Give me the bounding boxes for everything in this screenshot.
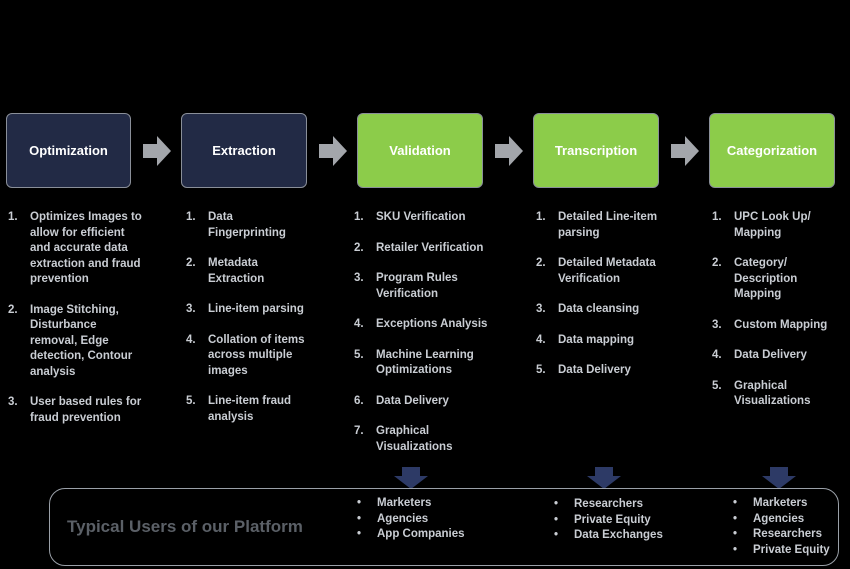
flow-arrow-icon xyxy=(143,136,171,166)
list-item: 2.Detailed Metadata Verification xyxy=(536,257,656,285)
typical-users-panel xyxy=(49,488,839,566)
down-arrow-icon xyxy=(587,467,621,489)
down-arrow-icon xyxy=(394,467,428,489)
list-item: 1.UPC Look Up/ Mapping xyxy=(712,211,811,239)
stage-transcription: Transcription xyxy=(533,113,659,188)
list-item: 1.Detailed Line-item parsing xyxy=(536,211,658,239)
list-item: •Private Equity xyxy=(733,543,830,556)
list-item: •Researchers xyxy=(733,528,823,540)
down-arrow-icon xyxy=(762,467,796,489)
list-item: 5.Machine Learning Optimizations xyxy=(354,348,474,377)
list-item: 3.Custom Mapping xyxy=(712,318,828,331)
list-item: 7.Graphical Visualizations xyxy=(354,425,453,453)
stage-extraction: Extraction xyxy=(181,113,307,188)
extraction-steps: 1.Data Fingerprinting 2.Metadata Extract… xyxy=(186,210,316,440)
list-item: 4.Exceptions Analysis xyxy=(354,318,488,330)
optimization-steps: 1.Optimizes Images to allow for efficien… xyxy=(8,210,143,441)
users-group-3: •Marketers •Agencies •Researchers •Priva… xyxy=(733,496,843,558)
list-item: 5.Data Delivery xyxy=(536,364,631,376)
list-item: •Agencies xyxy=(357,512,429,525)
list-item: 4.Data mapping xyxy=(536,333,635,346)
stage-transcription-label: Transcription xyxy=(554,143,638,158)
list-item: 3.User based rules for fraud prevention xyxy=(8,396,142,424)
stage-optimization-label: Optimization xyxy=(29,143,108,158)
stage-validation-label: Validation xyxy=(389,143,451,158)
stage-categorization-label: Categorization xyxy=(726,143,818,158)
validation-steps: 1.SKU Verification 2.Retailer Verificati… xyxy=(354,210,494,470)
list-item: 1.Data Fingerprinting xyxy=(186,211,286,239)
list-item: 6.Data Delivery xyxy=(354,394,449,407)
list-item: •Marketers xyxy=(357,497,432,509)
categorization-steps: 1.UPC Look Up/ Mapping 2.Category/ Descr… xyxy=(712,210,846,425)
stage-extraction-label: Extraction xyxy=(212,143,276,158)
flow-arrow-icon xyxy=(495,136,523,166)
list-item: 2.Category/ Description Mapping xyxy=(712,257,798,300)
list-item: 2.Metadata Extraction xyxy=(186,257,265,285)
stage-optimization: Optimization xyxy=(6,113,131,188)
list-item: 3.Program Rules Verification xyxy=(354,272,458,300)
list-item: 5.Graphical Visualizations xyxy=(712,379,811,408)
transcription-steps: 1.Detailed Line-item parsing 2.Detailed … xyxy=(536,210,671,394)
list-item: •Data Exchanges xyxy=(554,529,663,541)
list-item: 1.SKU Verification xyxy=(354,211,466,223)
typical-users-title: Typical Users of our Platform xyxy=(67,517,303,536)
users-group-2: •Researchers •Private Equity •Data Excha… xyxy=(554,497,704,544)
stage-categorization: Categorization xyxy=(709,113,835,188)
list-item: 4.Collation of items across multiple ima… xyxy=(186,333,305,377)
flow-arrow-icon xyxy=(319,136,347,166)
list-item: •App Companies xyxy=(357,528,465,540)
list-item: •Researchers xyxy=(554,498,644,510)
list-item: •Marketers xyxy=(733,497,808,509)
flow-arrow-icon xyxy=(671,136,699,166)
list-item: 2.Image Stitching, Disturbance removal, … xyxy=(8,303,133,378)
list-item: 5.Line-item fraud analysis xyxy=(186,395,292,423)
list-item: 3.Data cleansing xyxy=(536,303,640,315)
list-item: •Agencies xyxy=(733,512,805,525)
list-item: 1.Optimizes Images to allow for efficien… xyxy=(8,211,142,285)
list-item: •Private Equity xyxy=(554,513,651,526)
users-group-1: •Marketers •Agencies •App Companies xyxy=(357,496,507,543)
list-item: 3.Line-item parsing xyxy=(186,303,304,315)
stage-validation: Validation xyxy=(357,113,483,188)
list-item: 2.Retailer Verification xyxy=(354,241,484,254)
list-item: 4.Data Delivery xyxy=(712,349,807,361)
